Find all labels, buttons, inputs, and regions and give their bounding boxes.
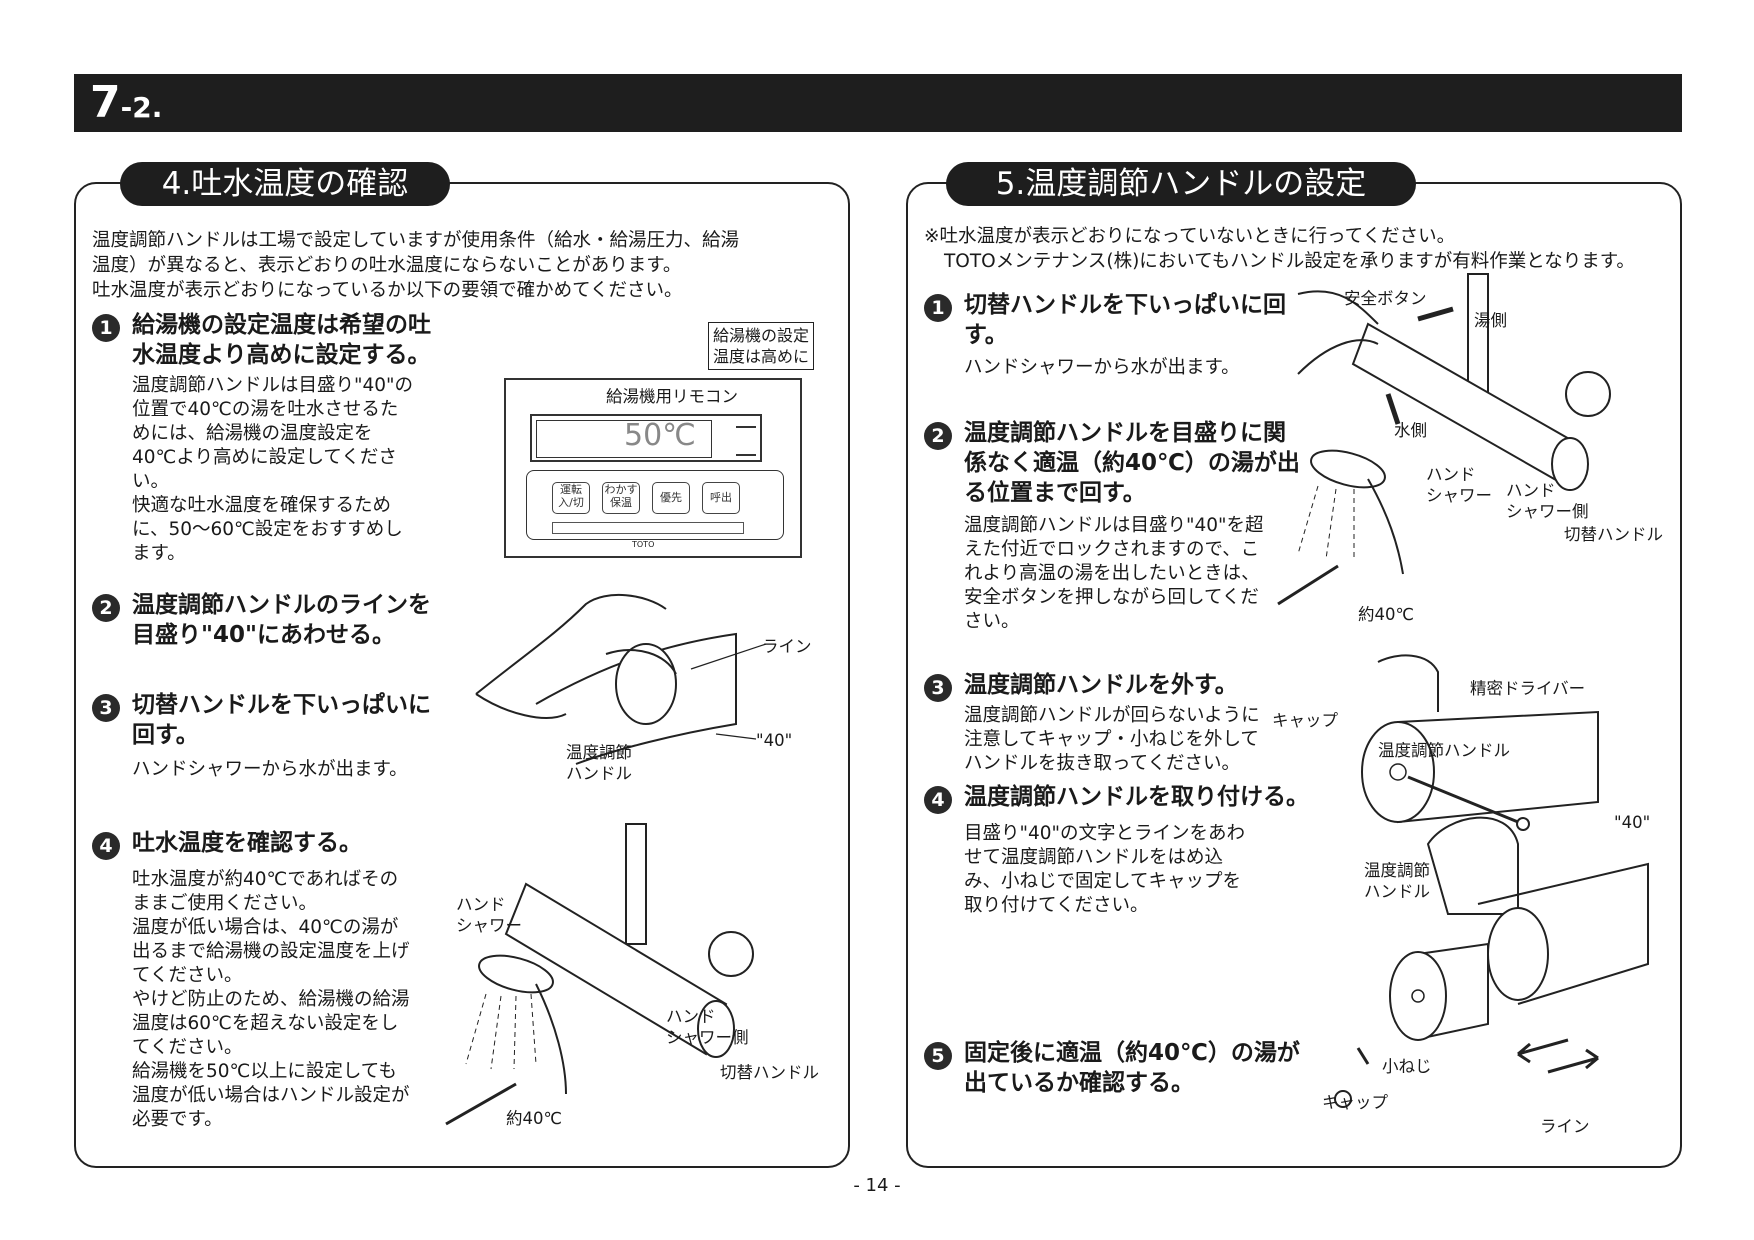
step-body: 目盛り"40"の文字とラインをあわせて温度調節ハンドルをはめ込 み、小ねじで固定…	[964, 823, 1246, 916]
step-number: 5	[924, 1042, 952, 1070]
step-title: 温度調節ハンドルを目盛りに関係なく適温（約40℃）の湯が出る位置まで回す。	[964, 420, 1300, 506]
step-body: 温度調節ハンドルは目盛り"40"を超えた付近でロックされますので、こ れより高温…	[964, 515, 1264, 632]
forty-label: "40"	[756, 731, 793, 750]
approx-40-label: 約40℃	[1358, 605, 1415, 624]
remote-display: 50℃	[530, 414, 762, 462]
step-title: 固定後に適温（約40℃）の湯が出ているか確認する。	[964, 1040, 1300, 1096]
step-number: 3	[92, 694, 120, 722]
step-number: 2	[92, 594, 120, 622]
cap-label: キャップ	[1322, 1093, 1388, 1112]
hand-shower-side-label: ハンドシャワー側	[666, 1007, 749, 1047]
step-title: 温度調節ハンドルのラインを目盛り"40"にあわせる。	[132, 592, 431, 648]
safety-button-label: 安全ボタン	[1344, 289, 1427, 308]
line-label: ライン	[762, 637, 812, 656]
remote-display-value: 50℃	[624, 418, 696, 453]
hand-shower-label: ハンドシャワー	[456, 895, 522, 935]
step-number: 2	[924, 422, 952, 450]
priority-button: 優先	[652, 482, 690, 514]
remove-handle-illustration	[1361, 654, 1599, 831]
water-side-label: 水側	[1394, 421, 1427, 440]
approx-40-label: 約40℃	[506, 1109, 563, 1128]
remote-title: 給湯機用リモコン	[606, 387, 738, 406]
step-title: 給湯機の設定温度は希望の吐 水温度より高めに設定する。	[132, 312, 431, 368]
remote-callout: 給湯機の設定温度は高めに	[708, 322, 815, 370]
panel-handle-setting: 5.温度調節ハンドルの設定 ※吐水温度が表示どおりになっていないときに行ってくだ…	[906, 162, 1682, 1168]
attach-handle-illustration	[1334, 816, 1649, 1108]
cap-label: キャップ	[1272, 711, 1338, 730]
handle-label: 温度調節ハンドル	[1378, 741, 1510, 760]
handle-label: 温度調節ハンドル	[1364, 861, 1430, 901]
call-button: 呼出	[702, 482, 740, 514]
step-body: 温度調節ハンドルは目盛り"40"の位置で40℃の湯を吐水させるた めには、給湯機…	[132, 375, 414, 564]
step-body: 温度調節ハンドルが回らないように注意してキャップ・小ねじを外してハンドルを抜き取…	[964, 705, 1260, 774]
step-body: 吐水温度が約40℃であればそのままご使用ください。 温度が低い場合は、40℃の湯…	[132, 869, 410, 1130]
step-number: 4	[924, 786, 952, 814]
handle-label: 温度調節ハンドル	[566, 743, 632, 783]
step-title: 切替ハンドルを下いっぱいに回す。	[964, 292, 1286, 348]
step-title: 切替ハンドルを下いっぱいに回す。	[132, 692, 431, 748]
page-number: - 14 -	[853, 1175, 901, 1196]
step-number: 3	[924, 674, 952, 702]
step-number: 1	[924, 294, 952, 322]
remote-brand: TOTO	[632, 540, 655, 549]
step-body: ハンドシャワーから水が出ます。	[132, 759, 408, 780]
remote-illustration: 給湯機用リモコン 50℃ 運転入/切 わかす保温 優先 呼出 TOTO	[504, 378, 802, 558]
panel-title: 5.温度調節ハンドルの設定	[946, 162, 1416, 206]
switch-handle-label: 切替ハンドル	[720, 1063, 819, 1082]
intro-text: 温度調節ハンドルは工場で設定していますが使用条件（給水・給湯圧力、給湯 温度）が…	[92, 230, 739, 301]
faucet-illustration	[445, 823, 754, 1126]
forty-label: "40"	[1614, 813, 1651, 832]
step-number: 1	[92, 314, 120, 342]
step-body: ハンドシャワーから水が出ます。	[964, 357, 1240, 378]
safety-button-illustration	[1277, 273, 1611, 606]
step-number: 4	[92, 832, 120, 860]
hand-shower-side-label: ハンドシャワー側	[1506, 481, 1589, 521]
hand-shower-label: ハンドシャワー	[1426, 465, 1492, 505]
step-title: 温度調節ハンドルを取り付ける。	[964, 784, 1309, 810]
switch-handle-label: 切替ハンドル	[1564, 525, 1663, 544]
intro-text: ※吐水温度が表示どおりになっていないときに行ってください。 TOTOメンテナンス…	[924, 226, 1635, 272]
line-label: ライン	[1540, 1117, 1590, 1136]
screw-label: 小ねじ	[1382, 1057, 1432, 1076]
section-header-bar: 7-2.	[74, 74, 1682, 132]
power-button: 運転入/切	[552, 482, 590, 514]
step-title: 温度調節ハンドルを外す。	[964, 672, 1238, 698]
panel-check-temperature: 4.吐水温度の確認 温度調節ハンドルは工場で設定していますが使用条件（給水・給湯…	[74, 162, 850, 1168]
hot-side-label: 湯側	[1474, 311, 1507, 330]
driver-label: 精密ドライバー	[1470, 679, 1586, 698]
step-title: 吐水温度を確認する。	[132, 830, 362, 856]
reheat-button: わかす保温	[602, 482, 640, 514]
panel-title: 4.吐水温度の確認	[120, 162, 450, 206]
handle-line-illustration	[475, 593, 767, 765]
section-number: 7-2.	[90, 77, 163, 128]
